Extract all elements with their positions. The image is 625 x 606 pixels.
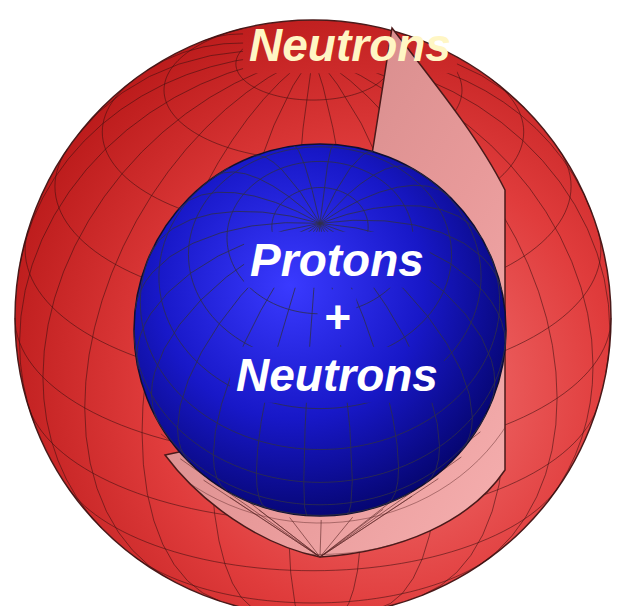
- sphere-circle: [15, 20, 611, 606]
- nucleus-core: Protons + Neutrons: [133, 143, 507, 517]
- core-label: Protons + Neutrons: [236, 232, 438, 405]
- sphere-path: [134, 144, 506, 515]
- nucleus-sphere: [133, 143, 507, 517]
- sphere-g: [15, 20, 611, 606]
- neutron-shell: Protons + Neutrons Neutrons: [13, 5, 613, 605]
- shell-label: Neutrons: [249, 17, 451, 75]
- sphere-g: [134, 144, 506, 515]
- sphere-path: [15, 20, 611, 606]
- sphere-circle: [134, 144, 506, 516]
- sphere-path: [320, 520, 321, 557]
